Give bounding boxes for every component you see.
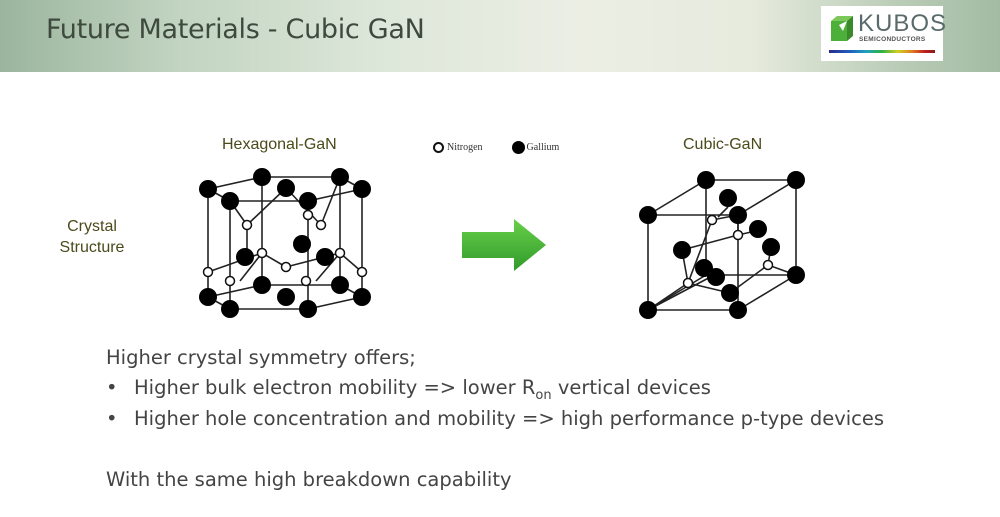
row-label: Crystal Structure [59, 218, 125, 256]
nitrogen-symbol-icon [433, 142, 444, 153]
slide-header: Future Materials - Cubic GaN KUBOS SEMIC… [0, 0, 1000, 72]
subscript: on [535, 387, 552, 403]
bullet-item: • Higher hole concentration and mobility… [106, 407, 986, 433]
bullet-text: Higher hole concentration and mobility =… [134, 407, 885, 430]
bullet-text: Higher bulk electron mobility => lower R [134, 376, 536, 399]
bullet-item: • Higher bulk electron mobility => lower… [106, 376, 986, 403]
legend-gallium: Gallium [526, 142, 560, 153]
cube-logo-icon [831, 16, 853, 41]
cubic-title: Cubic-GaN [683, 136, 763, 153]
logo-subtitle: SEMICONDUCTORS [859, 36, 926, 43]
kubos-logo: KUBOS SEMICONDUCTORS [821, 6, 946, 61]
cubic-crystal-diagram [639, 171, 805, 319]
bullet-text-end: vertical devices [551, 376, 711, 399]
logo-spectrum-bar [829, 50, 935, 53]
gallium-symbol-icon [511, 141, 525, 154]
intro-text: Higher crystal symmetry offers; [106, 346, 416, 369]
bullet-dot: • [106, 376, 118, 399]
slide-title: Future Materials - Cubic GaN [46, 14, 425, 45]
closing-text: With the same high breakdown capability [106, 468, 512, 491]
legend-nitrogen: Nitrogen [447, 142, 483, 153]
bullet-dot: • [106, 407, 118, 430]
hexagonal-crystal-diagram [199, 168, 371, 318]
hexagonal-title: Hexagonal-GaN [222, 136, 337, 153]
right-arrow-icon [462, 219, 546, 271]
logo-wordmark: KUBOS [858, 10, 948, 37]
legend: Nitrogen Gallium [433, 141, 559, 154]
